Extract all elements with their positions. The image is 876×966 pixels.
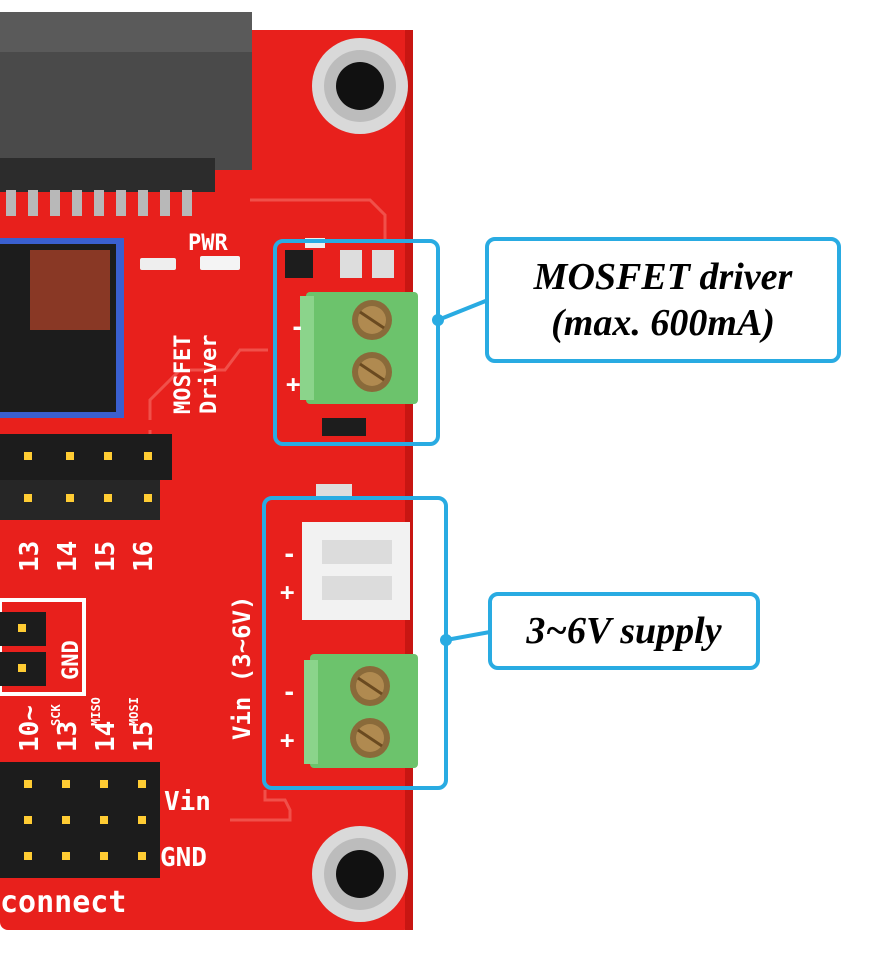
supply-plus: + — [280, 726, 294, 754]
svg-text:Vin (3~6V): Vin (3~6V) — [228, 596, 256, 741]
smd-resistor-3 — [340, 250, 362, 278]
supply-terminal-block — [304, 654, 418, 768]
pin-labels-top: 13 14 15 16 — [15, 541, 159, 572]
svg-text:Driver: Driver — [197, 335, 222, 414]
smd-resistor-1 — [140, 258, 176, 270]
mosfet-plus: + — [286, 370, 300, 398]
svg-text:MOSI: MOSI — [127, 697, 141, 726]
mosfet-driver-label: MOSFET Driver — [171, 335, 222, 414]
mosfet-callout-dot — [432, 314, 444, 326]
mosfet-callout-connector — [437, 298, 489, 322]
svg-text:13: 13 — [15, 541, 45, 572]
pin-header-bottom — [0, 762, 160, 878]
mosfet-callout-line1: MOSFET driver — [533, 256, 793, 298]
mosfet-highlight-box — [273, 239, 440, 446]
pwr-label: PWR — [188, 231, 228, 256]
vin-range-label: Vin (3~6V) — [228, 596, 256, 741]
gnd-jumper-label: GND — [59, 640, 84, 680]
jst-minus: - — [282, 540, 296, 568]
mounting-hole-top — [312, 38, 408, 134]
svg-text:MISO: MISO — [89, 697, 103, 726]
gnd-jumper-outline — [0, 598, 86, 696]
gnd-label: GND — [160, 843, 207, 873]
svg-text:14: 14 — [53, 541, 83, 572]
supply-callout-connector — [445, 630, 491, 642]
mosfet-callout-line2: (max. 600mA) — [551, 302, 775, 344]
supply-callout: 3~6V supply — [488, 592, 760, 670]
connect-label: connect — [0, 885, 126, 920]
pwr-led — [200, 256, 240, 270]
mosfet-minus: - — [290, 313, 304, 341]
mosfet-chip — [285, 250, 313, 278]
vin-label: Vin — [164, 787, 211, 817]
svg-text:15: 15 — [91, 541, 121, 572]
smd-small-1 — [316, 484, 352, 498]
edge-connector-lip — [0, 158, 215, 192]
smd-resistor-4 — [372, 250, 394, 278]
supply-jst-connector — [302, 522, 410, 620]
edge-connector-top — [0, 12, 252, 52]
pin-header-top — [0, 434, 172, 520]
display-module-reflection — [30, 250, 110, 330]
edge-connector-pins — [6, 190, 192, 216]
pin-labels-bottom: 10~ 13 14 15 SCK MISO MOSI — [15, 697, 159, 752]
mosfet-diode — [322, 418, 366, 436]
svg-text:SCK: SCK — [49, 704, 63, 726]
pcb-edge-shadow — [405, 30, 413, 930]
gnd-jumper-pins — [0, 612, 46, 686]
mounting-hole-bottom — [312, 826, 408, 922]
supply-callout-text: 3~6V supply — [526, 610, 722, 652]
jst-plus: + — [280, 578, 294, 606]
svg-text:10~: 10~ — [15, 705, 45, 752]
svg-text:MOSFET: MOSFET — [171, 335, 196, 414]
svg-text:15: 15 — [129, 721, 159, 752]
svg-text:13: 13 — [53, 721, 83, 752]
svg-text:16: 16 — [129, 541, 159, 572]
svg-text:14: 14 — [91, 721, 121, 752]
svg-text:GND: GND — [59, 640, 84, 680]
supply-callout-dot — [440, 634, 452, 646]
supply-minus: - — [282, 678, 296, 706]
mosfet-terminal-block — [300, 292, 418, 404]
mosfet-driver-callout: MOSFET driver (max. 600mA) — [485, 237, 841, 363]
